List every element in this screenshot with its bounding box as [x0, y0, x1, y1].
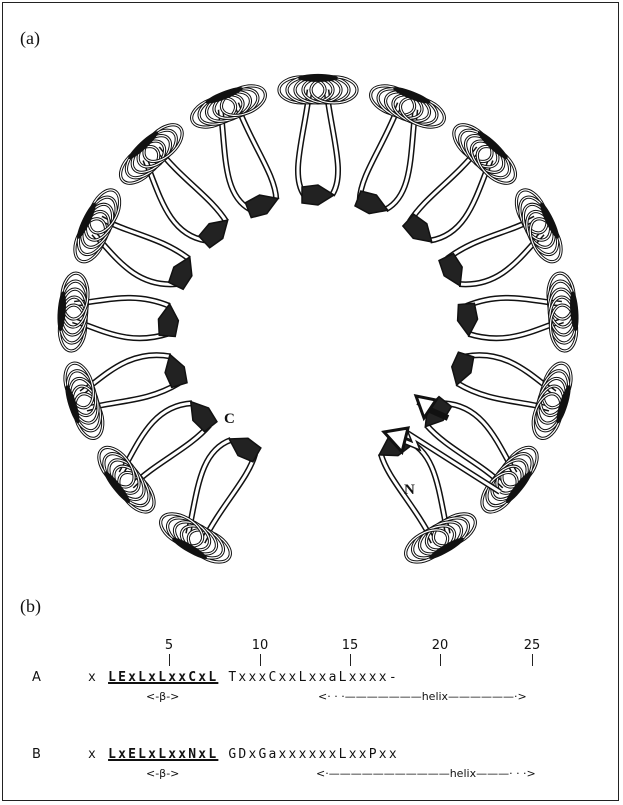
- c-terminus-label: C: [224, 411, 235, 427]
- beta-strand-arrow: [458, 303, 478, 336]
- position-tick: [532, 654, 533, 666]
- helix-shading: [554, 384, 573, 425]
- alpha-helix: [400, 507, 481, 569]
- sequence-motif: LxELxLxxNxL: [108, 747, 218, 762]
- alpha-helix: [546, 272, 579, 352]
- position-tick: [350, 654, 351, 666]
- sequence-row-label: B: [32, 747, 41, 762]
- beta-strand-arrow: [302, 185, 334, 205]
- alpha-helix: [279, 74, 357, 103]
- alpha-helix-coils: [56, 74, 580, 569]
- beta-strand-arrow: [169, 257, 192, 289]
- beta-strand-arrow: [165, 355, 187, 388]
- beta-strand-arrow: [403, 214, 432, 242]
- sequence-motif: LExLxLxxCxL: [108, 670, 218, 685]
- alpha-helix: [155, 507, 236, 569]
- beta-strand-arrow: [355, 191, 388, 214]
- sequence-row-b: x LxELxLxxNxL GDxGaxxxxxxLxxPxx: [88, 747, 399, 762]
- leucine-rich-repeat-ribbon-diagram: N C: [0, 0, 623, 590]
- beta-strand-arrow: [452, 352, 474, 385]
- panel-b-label: (b): [20, 596, 41, 617]
- helix-shading: [569, 291, 580, 331]
- position-tick: [440, 654, 441, 666]
- loop-connector: [188, 440, 231, 534]
- sequence-lead: x: [88, 747, 108, 762]
- position-number: 25: [524, 638, 541, 653]
- alpha-helix: [60, 360, 108, 442]
- position-number: 10: [252, 638, 269, 653]
- beta-strand-arrows: [158, 185, 477, 462]
- beta-strand-arrow: [199, 220, 228, 248]
- position-number: 20: [432, 638, 449, 653]
- sequence-tail: TxxxCxxLxxaLxxxx-: [218, 670, 398, 685]
- sequence-tail: GDxGaxxxxxxLxxPxx: [218, 747, 398, 762]
- consensus-sequence-panel: 5 10 15 20 25 A x LExLxLxxCxL TxxxCxxLxx…: [0, 620, 623, 805]
- sequence-row-a: x LExLxLxxCxL TxxxCxxLxxaLxxxx-: [88, 670, 399, 685]
- alpha-helix: [187, 80, 269, 133]
- helix-annotation: <· · ·———————helix——————·>: [318, 690, 527, 703]
- n-terminus-label: N: [404, 482, 415, 498]
- alpha-helix: [92, 441, 161, 518]
- beta-strand-arrow: [245, 195, 278, 218]
- helix-annotation: <·———————————helix———· · ·>: [316, 767, 536, 780]
- beta-strand-arrow: [439, 254, 462, 286]
- position-tick: [260, 654, 261, 666]
- helix-shading: [298, 74, 338, 82]
- sequence-row-label: A: [32, 670, 41, 685]
- alpha-helix: [366, 80, 448, 133]
- beta-strand-arrow: [158, 304, 178, 337]
- alpha-helix: [528, 360, 576, 442]
- beta-strand-annotation: <-β->: [146, 690, 179, 703]
- beta-strand-arrow: [191, 402, 217, 432]
- alpha-helix: [56, 272, 89, 352]
- position-tick: [169, 654, 170, 666]
- position-number: 15: [342, 638, 359, 653]
- helix-shading: [56, 291, 67, 331]
- beta-strand-annotation: <-β->: [146, 767, 179, 780]
- position-number: 5: [165, 638, 173, 653]
- sequence-lead: x: [88, 670, 108, 685]
- helix-shading: [63, 384, 82, 425]
